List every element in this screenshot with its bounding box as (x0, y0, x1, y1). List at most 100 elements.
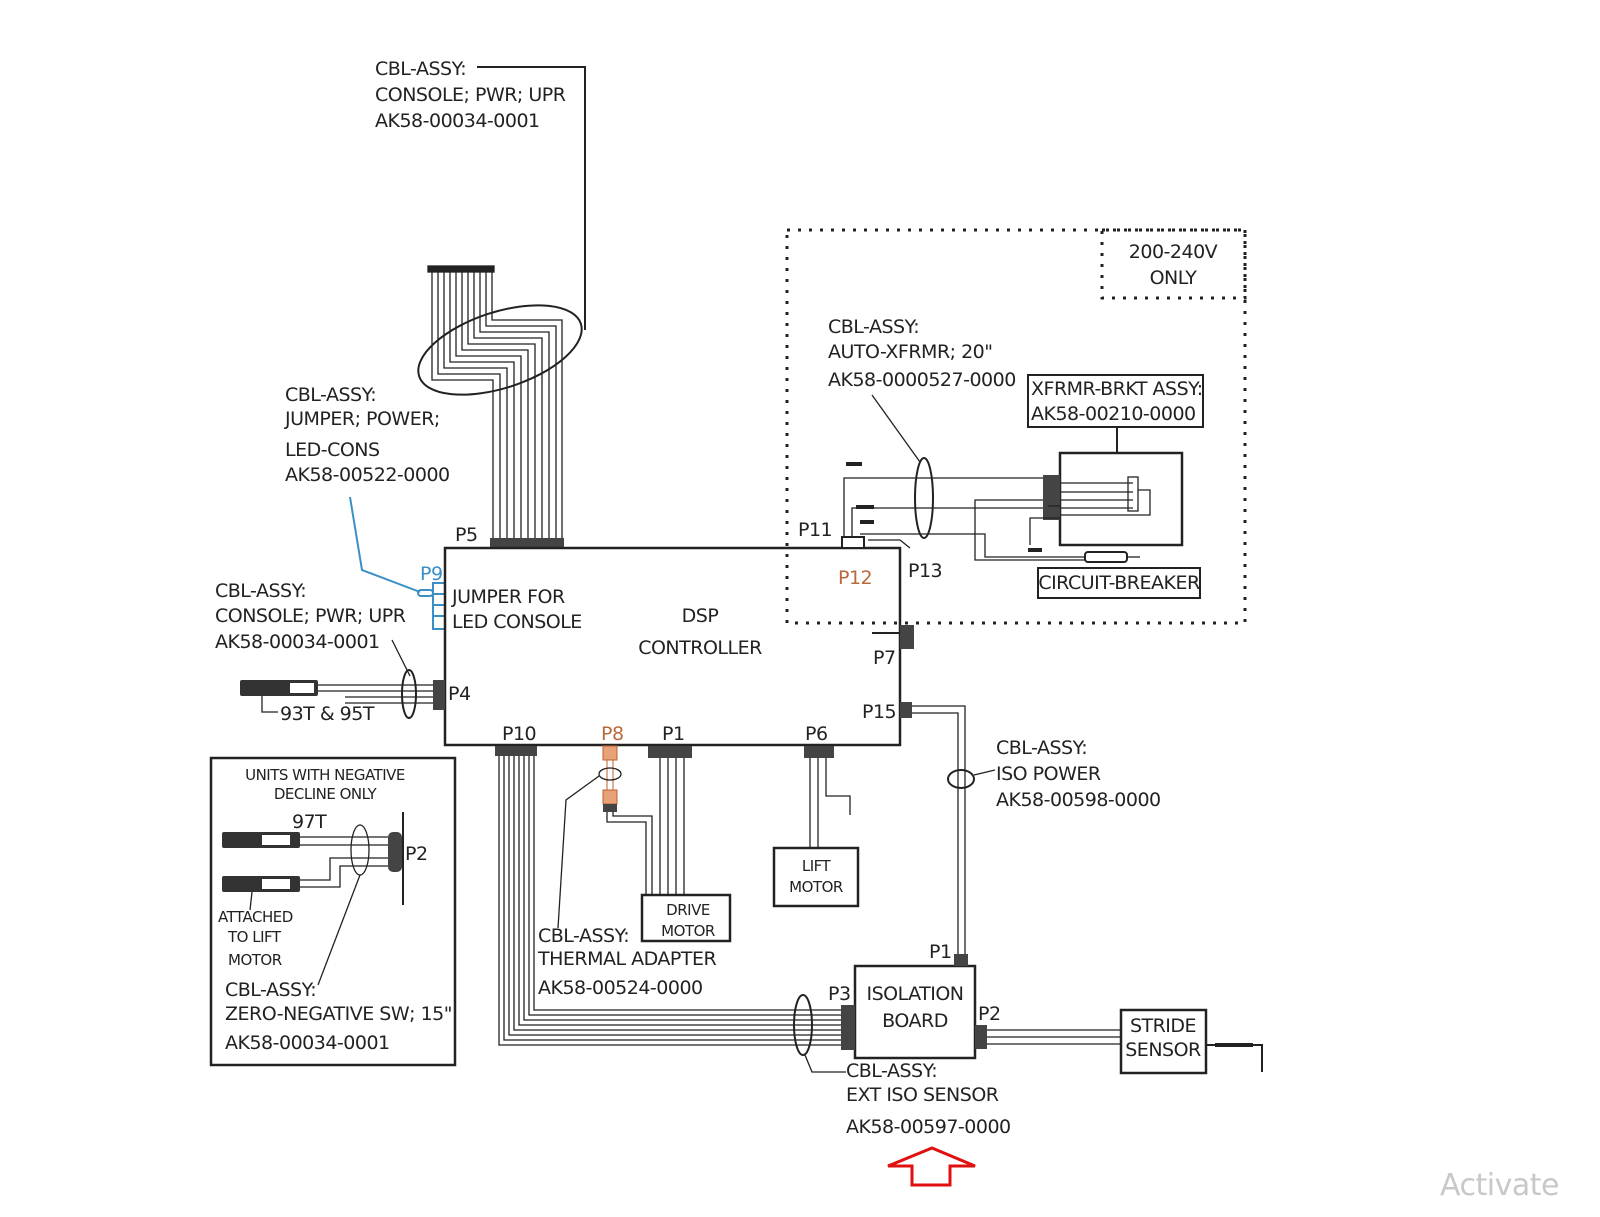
ground-wire (1206, 1044, 1263, 1072)
drive-motor (640, 893, 732, 943)
connector-p5-block (490, 538, 564, 548)
thermal-adapter (602, 745, 618, 812)
label-thermal: CBL-ASSY: THERMAL ADAPTER AK58-00524-000… (537, 925, 717, 999)
label-console-left: CBL-ASSY: CONSOLE; PWR; UPR AK58-00034-0… (215, 580, 406, 653)
drive-motor-label: MOTOR (661, 922, 715, 940)
stride-cable (987, 1029, 1121, 1045)
label-line: CBL-ASSY: (828, 316, 919, 338)
connector-label-p4: P4 (448, 683, 471, 705)
cable-bundle-ellipse (417, 304, 583, 396)
connector-label-p6: P6 (805, 723, 828, 745)
leader-line (349, 496, 421, 593)
label-line: CBL-ASSY: (538, 925, 629, 947)
label-line: AK58-0000527-0000 (828, 369, 1016, 391)
isolation-board (853, 964, 977, 1060)
label-line: ATTACHED (218, 908, 293, 926)
label-line: CONSOLE; PWR; UPR (375, 84, 566, 106)
label-line: AK58-00522-0000 (285, 464, 450, 486)
connector-p15 (900, 702, 912, 718)
p4-wires (318, 684, 433, 704)
xfrmr-bracket-label-box (1027, 374, 1204, 428)
label-line: AK58-00034-0001 (225, 1032, 390, 1054)
stride-sensor-label: STRIDE (1130, 1015, 1196, 1037)
jumper-led-label: LED CONSOLE (452, 611, 582, 633)
label-line: AK58-00598-0000 (996, 789, 1161, 811)
isolation-board-label: BOARD (882, 1010, 948, 1032)
models-label: 93T & 95T (280, 703, 375, 725)
transformer-wires (1029, 476, 1151, 545)
activate-watermark: Activate (1440, 1168, 1559, 1203)
connector-p7 (900, 625, 914, 649)
label-line: JUMPER; POWER; (284, 408, 440, 430)
label-zero-neg: CBL-ASSY: ZERO-NEGATIVE SW; 15" AK58-000… (225, 979, 452, 1054)
lift-motor-label: LIFT (802, 857, 832, 875)
connector-iso-p1 (954, 954, 968, 966)
drive-motor-label: DRIVE (666, 901, 710, 919)
lift-motor (772, 846, 860, 908)
p6-wires (809, 758, 851, 848)
connector-label-iso-p2: P2 (978, 1003, 1001, 1025)
connector-label-p5: P5 (455, 524, 478, 546)
label-line: CBL-ASSY: (375, 58, 466, 80)
connector-label-p8: P8 (601, 723, 624, 745)
transformer (1058, 451, 1184, 547)
connector-p10 (495, 746, 537, 756)
label-line: XFRMR-BRKT ASSY: (1031, 378, 1203, 400)
connector-label-p3: P3 (828, 983, 851, 1005)
connector-p1 (648, 746, 692, 758)
negative-box-title: UNITS WITH NEGATIVE (245, 766, 405, 784)
zero-neg-wires (300, 836, 388, 888)
label-line: AK58-00034-0001 (215, 631, 380, 653)
p8-wires (606, 812, 653, 895)
isolation-board-label: ISOLATION (866, 983, 963, 1005)
cable-bundle-ellipse (598, 767, 622, 781)
label-line: EXT ISO SENSOR (846, 1084, 999, 1106)
leader-line (261, 696, 278, 713)
label-line: LED-CONS (285, 439, 380, 461)
red-arrow-icon (887, 1146, 976, 1187)
label-line: CBL-ASSY: (285, 384, 376, 406)
connector-p2-zero-neg (388, 832, 402, 872)
ribbon-cable (427, 265, 563, 545)
connector-iso-p2 (975, 1025, 987, 1049)
model-97t-label: 97T (292, 811, 327, 833)
label-ext-iso: CBL-ASSY: EXT ISO SENSOR AK58-00597-0000 (846, 1060, 1011, 1138)
connector-label-p12: P12 (838, 567, 872, 589)
label-line: TO LIFT (227, 928, 282, 946)
p10-cable (498, 756, 848, 1046)
cable-bundle-ellipse (401, 669, 417, 719)
circuit-breaker-label: CIRCUIT-BREAKER (1038, 572, 1200, 594)
voltage-note: ONLY (1150, 267, 1198, 289)
label-line: THERMAL ADAPTER (537, 948, 716, 970)
label-line: CBL-ASSY: (846, 1060, 937, 1082)
circuit-breaker-label-box (1037, 567, 1201, 599)
connector-p11-p12 (841, 536, 865, 549)
label-console-top: CBL-ASSY: CONSOLE; PWR; UPR AK58-00034-0… (375, 58, 566, 132)
connector-p6 (804, 746, 834, 758)
high-voltage-region (785, 228, 1247, 625)
negative-box-title: DECLINE ONLY (274, 785, 378, 803)
connector-label-p11: P11 (798, 519, 832, 541)
circuit-breaker-device (1084, 551, 1128, 563)
connector-label-iso-p1: P1 (929, 941, 952, 963)
label-line: AK58-00210-0000 (1031, 403, 1196, 425)
connector-label-p2: P2 (405, 843, 428, 865)
connector-label-p1: P1 (662, 723, 685, 745)
transformer-connector (1043, 475, 1060, 520)
label-line: ZERO-NEGATIVE SW; 15" (225, 1003, 452, 1025)
cable-bundle-ellipse (947, 769, 975, 789)
dsp-label: DSP (682, 605, 719, 627)
label-line: AK58-00597-0000 (846, 1116, 1011, 1138)
negative-decline-box (209, 756, 457, 1067)
leader-line (557, 775, 600, 929)
label-line: AUTO-XFRMR; 20" (828, 341, 993, 363)
voltage-note-box (1100, 228, 1247, 300)
leader-line (477, 66, 586, 330)
connector-label-p10: P10 (502, 723, 536, 745)
label-iso-power: CBL-ASSY: ISO POWER AK58-00598-0000 (996, 737, 1161, 811)
label-line: CONSOLE; PWR; UPR (215, 605, 406, 627)
connector-label-p15: P15 (862, 701, 896, 723)
leader-line (804, 1054, 846, 1073)
cable-bundle-ellipse (793, 994, 813, 1056)
label-line: CBL-ASSY: (996, 737, 1087, 759)
